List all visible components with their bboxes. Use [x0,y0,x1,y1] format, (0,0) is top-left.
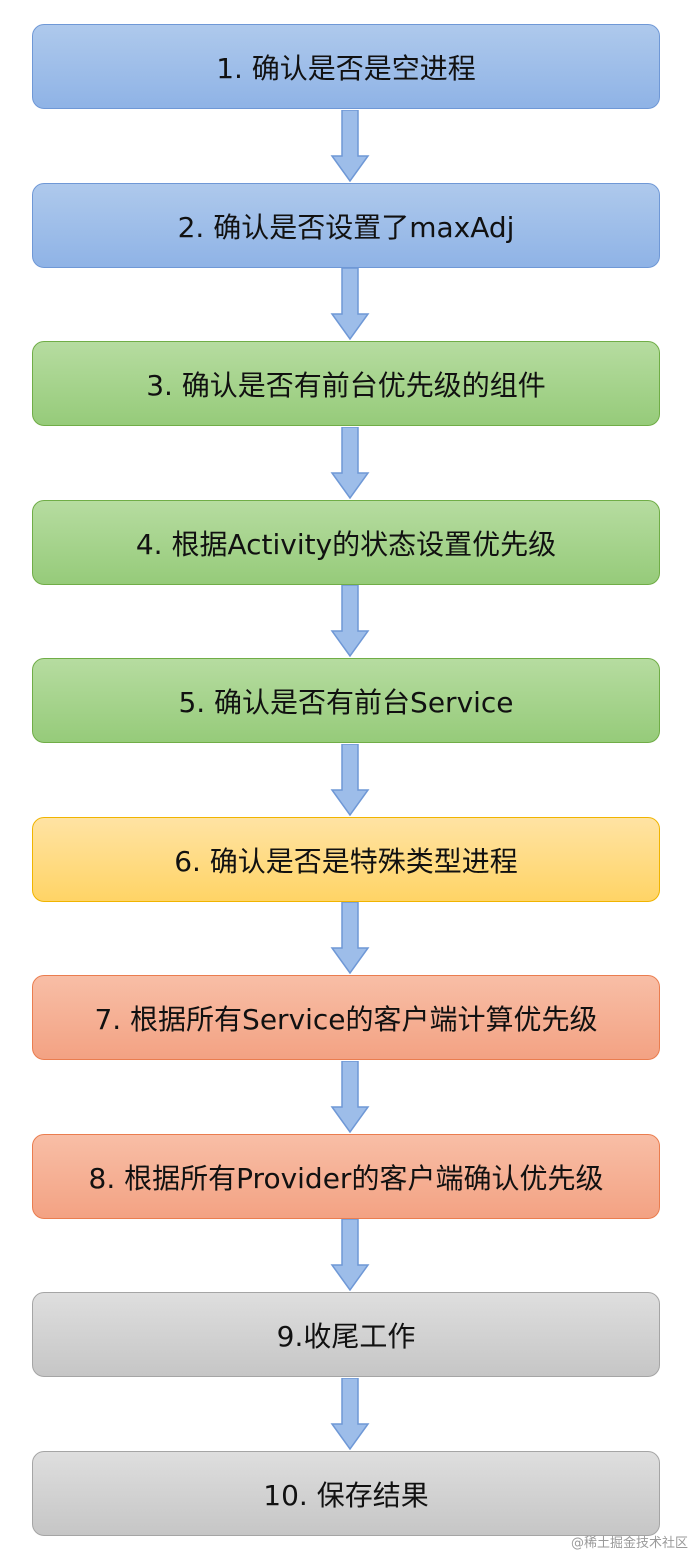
step-3-label: 3. 确认是否有前台优先级的组件 [146,368,546,402]
step-3-box: 3. 确认是否有前台优先级的组件 [32,341,660,426]
step-9-box: 9.收尾工作 [32,1292,660,1377]
down-arrow-icon [330,902,370,974]
step-4-box: 4. 根据Activity的状态设置优先级 [32,500,660,585]
step-7-box: 7. 根据所有Service的客户端计算优先级 [32,975,660,1060]
step-4-label: 4. 根据Activity的状态设置优先级 [135,527,557,561]
step-8-label: 8. 根据所有Provider的客户端确认优先级 [88,1161,604,1195]
step-10-box: 10. 保存结果 [32,1451,660,1536]
step-7-label: 7. 根据所有Service的客户端计算优先级 [94,1002,598,1036]
step-5-box: 5. 确认是否有前台Service [32,658,660,743]
step-5-label: 5. 确认是否有前台Service [178,685,514,719]
step-1-label: 1. 确认是否是空进程 [216,51,476,85]
step-6-box: 6. 确认是否是特殊类型进程 [32,817,660,902]
down-arrow-icon [330,744,370,816]
step-9-label: 9.收尾工作 [276,1319,416,1353]
step-10-label: 10. 保存结果 [263,1478,429,1512]
down-arrow-icon [330,427,370,499]
down-arrow-icon [330,110,370,182]
step-6-label: 6. 确认是否是特殊类型进程 [174,844,518,878]
down-arrow-icon [330,1061,370,1133]
step-2-box: 2. 确认是否设置了maxAdj [32,183,660,268]
down-arrow-icon [330,1219,370,1291]
down-arrow-icon [330,585,370,657]
step-1-box: 1. 确认是否是空进程 [32,24,660,109]
watermark: @稀土掘金技术社区 [570,1536,688,1551]
step-8-box: 8. 根据所有Provider的客户端确认优先级 [32,1134,660,1219]
down-arrow-icon [330,1378,370,1450]
down-arrow-icon [330,268,370,340]
step-2-label: 2. 确认是否设置了maxAdj [177,210,515,244]
